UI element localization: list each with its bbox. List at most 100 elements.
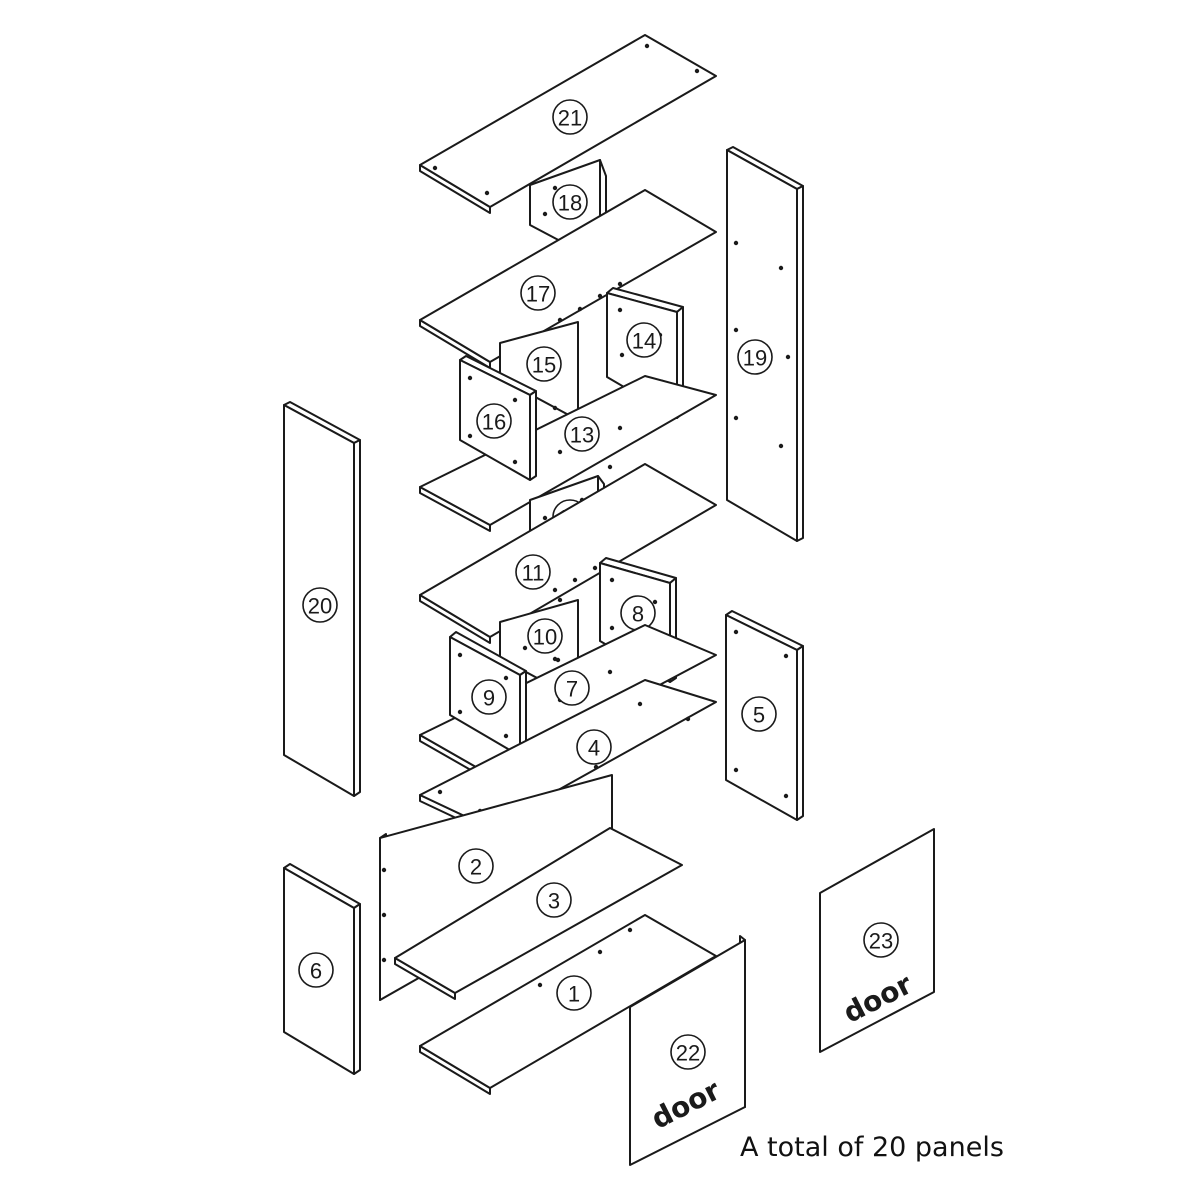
screw-hole [381,912,387,918]
panel-number-circle [626,322,662,358]
panel-number: 20 [308,594,332,619]
panel-number: 16 [482,410,506,435]
panel-number: 11 [522,561,545,586]
screw-hole [733,767,739,773]
panel-3: 3 [394,827,683,1000]
screw-hole [597,293,603,299]
panel-number: 3 [548,889,560,914]
screw-hole [552,656,558,662]
screw-hole [652,599,658,605]
panel-number-circle [536,882,572,918]
panel-face [419,189,717,363]
panel-5: 5 [725,610,804,821]
screw-hole [381,867,387,873]
screw-hole [542,211,548,217]
panel-number: 21 [558,106,582,131]
panel-13: 13 [419,375,717,532]
panel-number-circle [670,1034,706,1070]
screw-hole [537,982,543,988]
panel-face [419,463,717,638]
panel-face [419,375,717,526]
screw-hole [457,652,463,658]
screw-hole [617,425,623,431]
screw-hole [522,645,528,651]
panel-number: 1 [568,982,580,1007]
screw-hole [557,597,563,603]
panel-number-circle [526,346,562,382]
panel-number-circle [520,275,556,311]
panel-number: 18 [558,191,582,216]
panel-number: 19 [743,346,767,371]
panel-21: 21 [419,34,717,214]
screw-hole [778,443,784,449]
panel-number-circle [476,403,512,439]
screw-hole [577,306,583,312]
screw-hole [432,165,438,171]
panel-number-circle [863,922,899,958]
panel-number: 5 [753,703,765,728]
screw-hole [457,709,463,715]
panel-number-circle [556,975,592,1011]
panel-number-circle [527,618,563,654]
screw-hole [542,515,548,521]
panel-11: 11 [419,463,717,644]
panel-20: 20 [283,401,361,797]
screw-hole [685,716,691,722]
panel-1: 1 [419,914,717,1095]
panel-number: 17 [526,282,550,307]
screw-hole [644,43,650,49]
panel-number-circle [564,416,600,452]
screw-hole [557,449,563,455]
panel-number-circle [515,554,551,590]
panel-number: 22 [676,1041,700,1066]
screw-hole [552,587,558,593]
panel-number-circle [552,99,588,135]
screw-hole [733,240,739,246]
screw-hole [609,577,615,583]
screw-hole [592,565,598,571]
screw-hole [785,354,791,360]
panel-number: 7 [566,677,578,702]
panel-16: 16 [459,355,537,481]
panel-number: 14 [632,329,656,354]
screw-hole [627,927,633,933]
panel-number: 15 [532,353,556,378]
screw-hole [617,281,623,287]
panel-number-circle [576,729,612,765]
screw-hole [783,653,789,659]
panel-number-circle [741,696,777,732]
screw-hole [694,68,700,74]
screw-hole [733,415,739,421]
screw-hole [597,949,603,955]
panel-number: 10 [533,625,557,650]
screw-hole [733,629,739,635]
panel-count-caption: A total of 20 panels [740,1132,1004,1163]
screw-hole [607,669,613,675]
screw-hole [593,764,599,770]
panel-number: 13 [570,423,594,448]
screw-hole [467,375,473,381]
screw-hole [381,957,387,963]
panel-number: 4 [588,736,600,761]
screw-hole [733,327,739,333]
screw-hole [503,733,509,739]
panel-face [394,827,683,994]
panel-number-circle [298,952,334,988]
screw-hole [557,317,563,323]
screw-hole [437,789,443,795]
screw-hole [512,459,518,465]
screw-hole [512,397,518,403]
screw-hole [467,433,473,439]
panel-number: 9 [483,686,495,711]
panel-number: 2 [470,855,482,880]
screw-hole [503,675,509,681]
screw-hole [619,352,625,358]
screw-hole [572,577,578,583]
screw-hole [607,464,613,470]
screw-hole [637,701,643,707]
panel-6: 6 [283,863,361,1075]
panel-number-circle [458,848,494,884]
panel-number-circle [737,339,773,375]
